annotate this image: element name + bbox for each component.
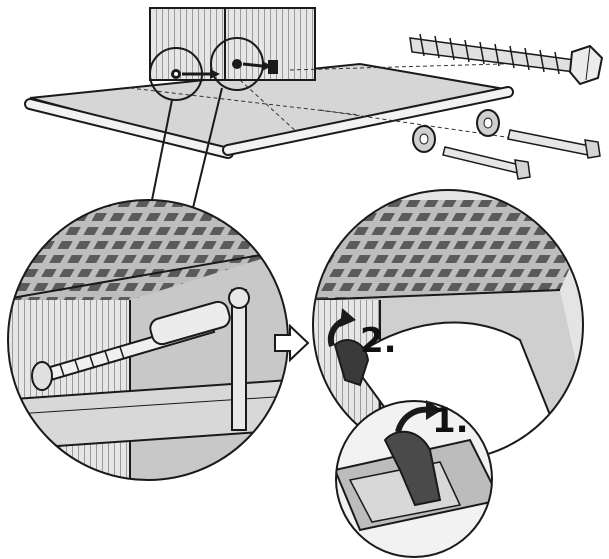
- zoom-detail-small: 1.: [335, 400, 493, 558]
- latch-tab: [383, 430, 442, 507]
- top-assembly: [24, 7, 596, 213]
- large-screw-icon: [409, 33, 604, 86]
- hollow-right-arrow-icon: [274, 323, 310, 363]
- step-2-label: 2.: [360, 321, 397, 361]
- washer-icon: [412, 109, 500, 153]
- small-bolt-icon: [442, 129, 601, 180]
- zoom-line-right: [191, 87, 223, 213]
- grill-body: [149, 7, 316, 81]
- step-1-label: 1.: [432, 401, 469, 441]
- zoom-line-left: [149, 99, 173, 211]
- zoom-detail-left: [7, 199, 289, 481]
- zoom-detail-right: 2.: [312, 189, 584, 461]
